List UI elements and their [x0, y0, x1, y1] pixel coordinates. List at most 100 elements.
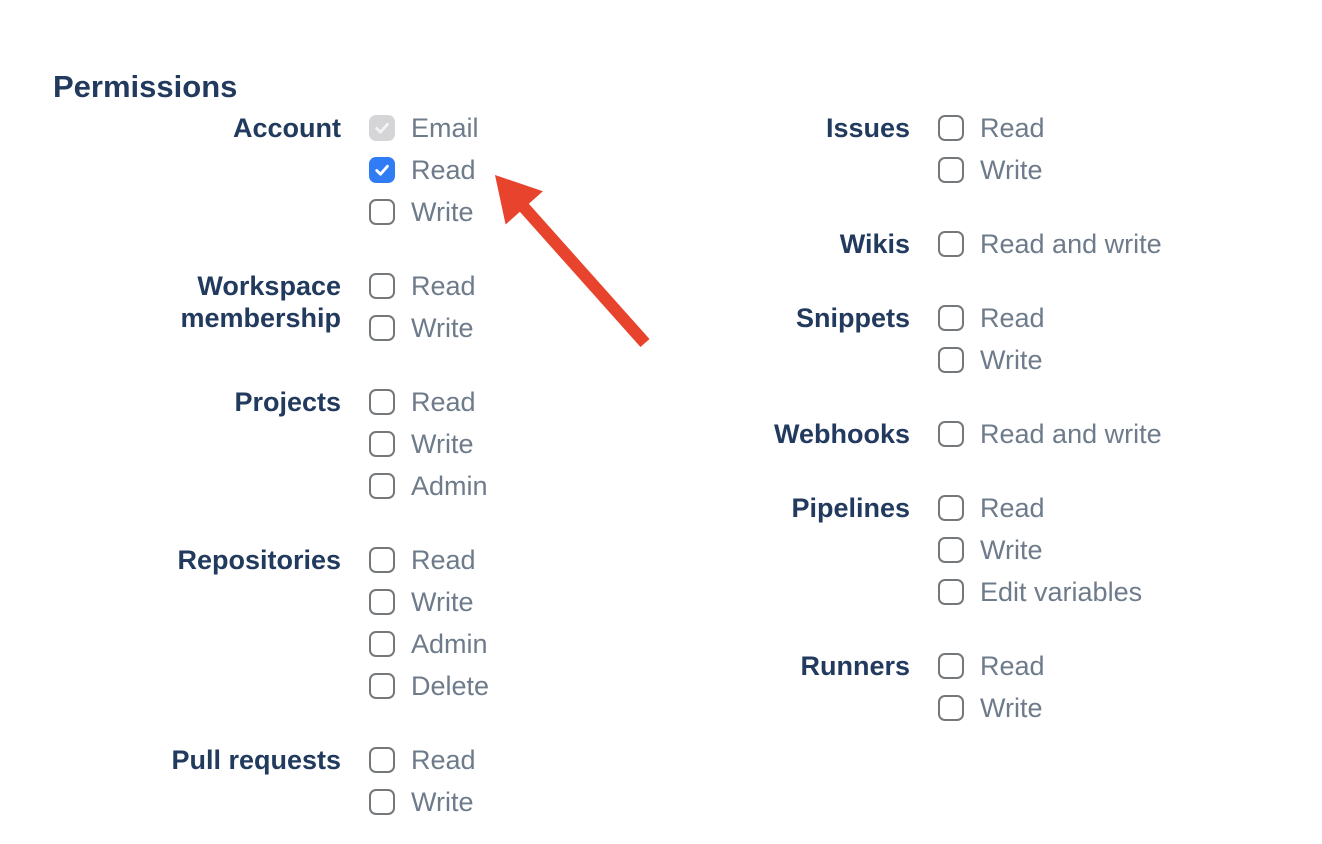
- checkbox-pipelines-read[interactable]: [938, 495, 964, 521]
- checkbox-label-projects-admin[interactable]: Admin: [411, 471, 488, 501]
- checkbox-account-read[interactable]: [369, 157, 395, 183]
- checkbox-snippets-write[interactable]: [938, 347, 964, 373]
- permission-item-webhooks-read-and-write[interactable]: Read and write: [938, 413, 1162, 455]
- checkbox-runners-read[interactable]: [938, 653, 964, 679]
- permission-item-snippets-write[interactable]: Write: [938, 339, 1162, 381]
- checkbox-label-issues-write[interactable]: Write: [980, 155, 1043, 185]
- checkbox-label-repositories-read[interactable]: Read: [411, 545, 476, 575]
- checkbox-projects-read[interactable]: [369, 389, 395, 415]
- checkbox-label-workspace-membership-read[interactable]: Read: [411, 271, 476, 301]
- checkbox-label-runners-write[interactable]: Write: [980, 693, 1043, 723]
- permission-group-webhooks: Webhooks Read and write: [622, 413, 1162, 455]
- checkbox-projects-write[interactable]: [369, 431, 395, 457]
- checkbox-label-projects-write[interactable]: Write: [411, 429, 474, 459]
- group-label-wikis: Wikis: [839, 229, 910, 259]
- permission-item-pipelines-read[interactable]: Read: [938, 487, 1162, 529]
- group-label-runners: Runners: [800, 651, 910, 681]
- checkbox-wikis-read-and-write[interactable]: [938, 231, 964, 257]
- checkbox-label-pipelines-write[interactable]: Write: [980, 535, 1043, 565]
- permission-item-pull-requests-write[interactable]: Write: [369, 781, 489, 823]
- permission-item-projects-write[interactable]: Write: [369, 423, 489, 465]
- checkbox-workspace-membership-write[interactable]: [369, 315, 395, 341]
- checkbox-label-account-email: Email: [411, 113, 479, 143]
- permission-item-pipelines-edit-variables[interactable]: Edit variables: [938, 571, 1162, 613]
- permission-item-account-read[interactable]: Read: [369, 149, 489, 191]
- permission-item-snippets-read[interactable]: Read: [938, 297, 1162, 339]
- permission-item-workspace-membership-read[interactable]: Read: [369, 265, 489, 307]
- checkbox-label-pipelines-edit-variables[interactable]: Edit variables: [980, 577, 1143, 607]
- checkbox-label-runners-read[interactable]: Read: [980, 651, 1045, 681]
- permission-item-repositories-delete[interactable]: Delete: [369, 665, 489, 707]
- checkbox-label-snippets-read[interactable]: Read: [980, 303, 1045, 333]
- checkbox-repositories-admin[interactable]: [369, 631, 395, 657]
- group-items-wikis: Read and write: [938, 223, 1162, 265]
- permission-item-pipelines-write[interactable]: Write: [938, 529, 1162, 571]
- permission-group-wikis: Wikis Read and write: [622, 223, 1162, 265]
- group-label-workspace-membership: Workspace membership: [180, 271, 341, 333]
- checkbox-label-account-write[interactable]: Write: [411, 197, 474, 227]
- checkbox-issues-read[interactable]: [938, 115, 964, 141]
- checkbox-label-webhooks-read-and-write[interactable]: Read and write: [980, 419, 1162, 449]
- permission-item-repositories-read[interactable]: Read: [369, 539, 489, 581]
- checkbox-pull-requests-read[interactable]: [369, 747, 395, 773]
- checkbox-label-repositories-admin[interactable]: Admin: [411, 629, 488, 659]
- permission-item-projects-admin[interactable]: Admin: [369, 465, 489, 507]
- group-label-projects: Projects: [234, 387, 341, 417]
- checkbox-issues-write[interactable]: [938, 157, 964, 183]
- checkbox-label-repositories-delete[interactable]: Delete: [411, 671, 490, 701]
- permission-item-account-email: Email: [369, 107, 489, 149]
- checkbox-snippets-read[interactable]: [938, 305, 964, 331]
- checkbox-pipelines-write[interactable]: [938, 537, 964, 563]
- checkbox-repositories-delete[interactable]: [369, 673, 395, 699]
- permission-item-account-write[interactable]: Write: [369, 191, 489, 233]
- permission-item-runners-read[interactable]: Read: [938, 645, 1162, 687]
- checkbox-runners-write[interactable]: [938, 695, 964, 721]
- group-label-webhooks: Webhooks: [773, 419, 910, 449]
- checkbox-label-snippets-write[interactable]: Write: [980, 345, 1043, 375]
- group-label-snippets: Snippets: [795, 303, 910, 333]
- permission-item-repositories-write[interactable]: Write: [369, 581, 489, 623]
- permission-item-wikis-read-and-write[interactable]: Read and write: [938, 223, 1162, 265]
- checkbox-account-write[interactable]: [369, 199, 395, 225]
- checkbox-repositories-read[interactable]: [369, 547, 395, 573]
- permission-item-repositories-admin[interactable]: Admin: [369, 623, 489, 665]
- checkbox-account-email: [369, 115, 395, 141]
- checkbox-repositories-write[interactable]: [369, 589, 395, 615]
- checkbox-label-wikis-read-and-write[interactable]: Read and write: [980, 229, 1162, 259]
- checkbox-label-pipelines-read[interactable]: Read: [980, 493, 1045, 523]
- checkbox-label-issues-read[interactable]: Read: [980, 113, 1045, 143]
- permission-item-workspace-membership-write[interactable]: Write: [369, 307, 489, 349]
- checkbox-pipelines-edit-variables[interactable]: [938, 579, 964, 605]
- permission-item-issues-read[interactable]: Read: [938, 107, 1162, 149]
- checkbox-workspace-membership-read[interactable]: [369, 273, 395, 299]
- permission-item-projects-read[interactable]: Read: [369, 381, 489, 423]
- checkbox-projects-admin[interactable]: [369, 473, 395, 499]
- checkbox-label-workspace-membership-write[interactable]: Write: [411, 313, 474, 343]
- permission-item-runners-write[interactable]: Write: [938, 687, 1162, 729]
- checkbox-webhooks-read-and-write[interactable]: [938, 421, 964, 447]
- checkbox-pull-requests-write[interactable]: [369, 789, 395, 815]
- checkbox-label-projects-read[interactable]: Read: [411, 387, 476, 417]
- group-label-account: Account: [233, 113, 341, 143]
- permission-item-issues-write[interactable]: Write: [938, 149, 1162, 191]
- checkbox-label-account-read[interactable]: Read: [411, 155, 476, 185]
- checkbox-label-pull-requests-write[interactable]: Write: [411, 787, 474, 817]
- checkbox-label-pull-requests-read[interactable]: Read: [411, 745, 476, 775]
- permission-item-pull-requests-read[interactable]: Read: [369, 739, 489, 781]
- checkbox-label-repositories-write[interactable]: Write: [411, 587, 474, 617]
